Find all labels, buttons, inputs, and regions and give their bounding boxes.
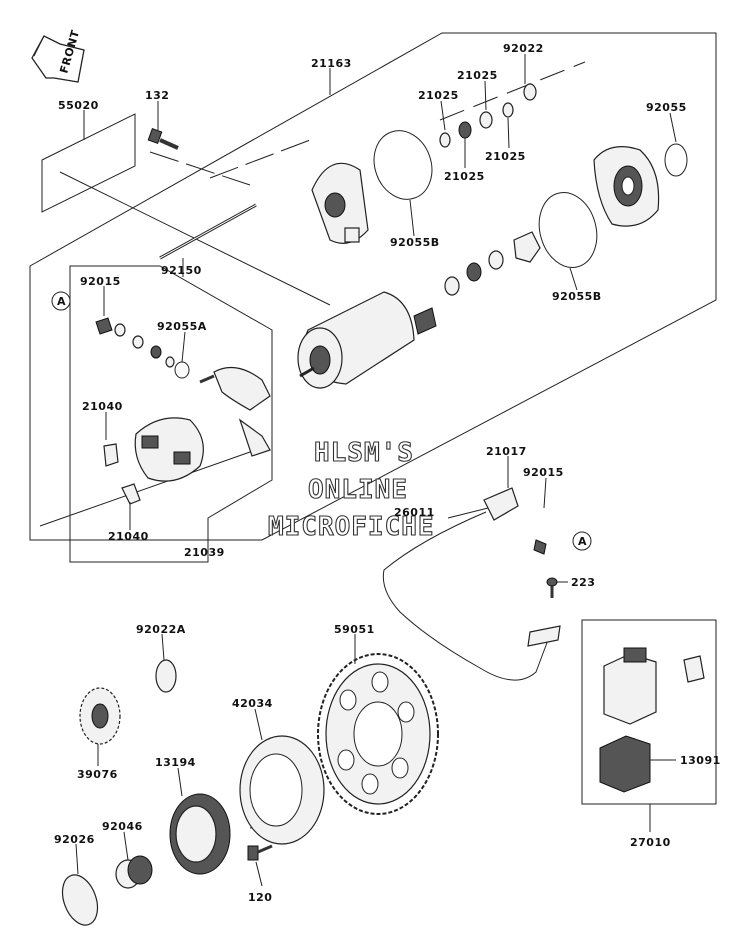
washer-stack-top — [439, 83, 537, 148]
label-21040-bottom: 21040 — [108, 530, 149, 543]
front-cover — [593, 146, 660, 227]
starter-assembly-outline — [29, 32, 717, 541]
label-92055a: 92055A — [157, 320, 207, 333]
brush-holder-outline — [69, 265, 273, 563]
label-21039: 21039 — [184, 546, 225, 559]
ref-mark-a-left-text: A — [57, 295, 66, 308]
watermark: HLSM'S ONLINE MICROFICHE — [267, 437, 435, 542]
starter-gear-59051 — [317, 653, 439, 815]
label-92015-right: 92015 — [523, 466, 564, 479]
front-arrow-icon: FRONT — [31, 28, 85, 83]
label-sheet — [41, 113, 136, 213]
label-92046: 92046 — [102, 820, 143, 833]
label-13194: 13194 — [155, 756, 196, 769]
label-92055b-top: 92055B — [390, 236, 440, 249]
screw-223 — [546, 577, 558, 598]
washer-92026 — [61, 874, 99, 926]
label-39076: 39076 — [77, 768, 118, 781]
leader-lines — [75, 54, 677, 887]
label-42034: 42034 — [232, 697, 273, 710]
long-bolt-92150 — [159, 203, 257, 260]
label-92022a: 92022A — [136, 623, 186, 636]
lead-wire-26011 — [382, 487, 561, 681]
part-labels: 21163 92022 55020 132 21025 21025 21025 … — [54, 42, 721, 904]
washer-stack-middle — [444, 231, 541, 296]
label-92015-left: 92015 — [80, 275, 121, 288]
bolt-120 — [247, 844, 273, 861]
label-21017: 21017 — [486, 445, 527, 458]
washer-92022a — [155, 659, 177, 693]
label-92026: 92026 — [54, 833, 95, 846]
o-ring-92055b-right — [538, 192, 598, 268]
label-21025-b: 21025 — [418, 89, 459, 102]
starter-relay — [599, 647, 705, 793]
brush-holder-parts — [95, 317, 271, 505]
rear-cover — [311, 162, 369, 244]
watermark-line3: MICROFICHE — [268, 512, 435, 542]
label-27010: 27010 — [630, 836, 671, 849]
o-ring-92055b-top — [373, 130, 433, 200]
starter-motor-body — [297, 291, 437, 389]
label-13091: 13091 — [680, 754, 721, 767]
watermark-line1: HLSM'S — [314, 438, 414, 468]
label-21025-a: 21025 — [457, 69, 498, 82]
label-223: 223 — [571, 576, 595, 589]
relay-box-outline — [581, 619, 717, 805]
watermark-line2: ONLINE — [308, 475, 408, 505]
ref-mark-a-right: A — [572, 531, 592, 551]
label-120: 120 — [248, 891, 272, 904]
needle-bearing-92046 — [115, 855, 153, 889]
label-21040-top: 21040 — [82, 400, 123, 413]
bolt-132 — [147, 128, 179, 150]
label-92150: 92150 — [161, 264, 202, 277]
label-59051: 59051 — [334, 623, 375, 636]
one-way-clutch-13194 — [169, 793, 231, 875]
ref-mark-a-left: A — [51, 291, 71, 311]
label-92055: 92055 — [646, 101, 687, 114]
idler-gear-39076 — [79, 687, 121, 745]
label-92055b-right: 92055B — [552, 290, 602, 303]
label-21025-c: 21025 — [485, 150, 526, 163]
label-55020: 55020 — [58, 99, 99, 112]
label-26011: 26011 — [394, 506, 435, 519]
label-21163: 21163 — [311, 57, 352, 70]
clutch-housing-42034 — [239, 735, 325, 845]
ref-mark-a-right-text: A — [578, 535, 587, 548]
label-92022: 92022 — [503, 42, 544, 55]
label-132: 132 — [145, 89, 169, 102]
label-21025-d: 21025 — [444, 170, 485, 183]
o-ring-92055 — [664, 143, 688, 177]
